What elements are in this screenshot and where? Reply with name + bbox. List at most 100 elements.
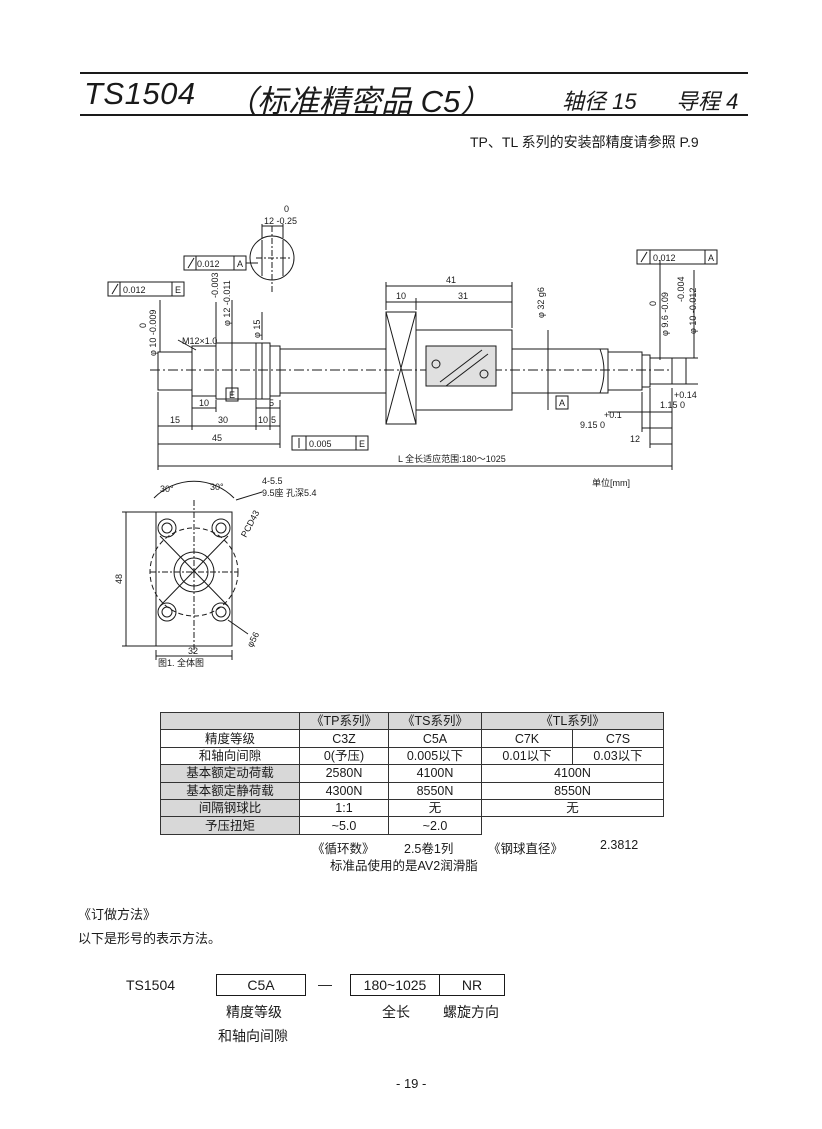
- dia-9-6: φ 9.6 -0.09: [660, 292, 670, 336]
- dim-5a: 5: [269, 398, 274, 408]
- dia-10-upper: 0: [138, 323, 148, 328]
- gtol-perp-value: 0.005: [309, 439, 332, 449]
- order-title: 《订做方法》: [78, 907, 157, 922]
- ball-value: 2.3812: [600, 838, 639, 852]
- grade-ts: C5A: [388, 729, 482, 748]
- table-row: 精度等级 C3Z C5A C7K C7S: [160, 729, 664, 748]
- shaft-end-right: [649, 357, 673, 385]
- grade-label: 精度等级: [160, 729, 300, 748]
- order-desc: 以下是形号的表示方法。: [78, 931, 222, 946]
- order-model: TS1504: [126, 977, 176, 993]
- mounting-note: TP、TL 系列的安装部精度请参照 P.9: [470, 134, 699, 150]
- clearance-tl-s: 0.03以下: [572, 746, 664, 766]
- header-tl: 《TL系列》: [481, 711, 664, 731]
- order-nr-label: 螺旋方向: [443, 1004, 499, 1020]
- table-header-row: 《TP系列》 《TS系列》 《TL系列》: [160, 711, 664, 731]
- grade-title: （标准精密品 C5）: [226, 84, 492, 119]
- height-48: 48: [114, 574, 124, 584]
- spec-table: 《TP系列》 《TS系列》 《TL系列》 精度等级 C3Z C5A C7K C7…: [160, 711, 664, 835]
- spacer-label: 间隔钢球比: [160, 798, 300, 818]
- table-row: 和轴向间隙 0(予压) 0.005以下 0.01以下 0.03以下: [160, 746, 664, 766]
- static-ts: 8550N: [388, 781, 482, 800]
- shaft-body-right: [511, 348, 609, 394]
- static-label: 基本额定静荷载: [160, 781, 300, 800]
- spacer-ts: 无: [388, 798, 482, 818]
- assembly-drawing: 0 12 -0.25 0.012 A 0.012 E -0.003 φ 12 -…: [107, 204, 718, 668]
- order-dash: —: [318, 976, 332, 992]
- gtol-perp-ref: E: [359, 439, 365, 449]
- table-row: 基本额定动荷载 2580N 4100N 4100N: [160, 764, 664, 783]
- dim-key-top: 0: [284, 204, 289, 214]
- ref-a: A: [559, 398, 565, 408]
- grease-note: 标准品使用的是AV2润滑脂: [330, 859, 478, 873]
- dynamic-label: 基本额定动荷载: [160, 764, 300, 783]
- header-rule-bottom: [80, 114, 748, 116]
- total-length: L 全长适应范围:180～1025: [398, 453, 506, 464]
- clearance-tp: 0(予压): [299, 746, 389, 766]
- model-title: TS1504: [84, 76, 196, 111]
- spacer-tl: 无: [481, 798, 664, 818]
- dia-15: φ 15: [252, 320, 262, 338]
- figure-caption: 图1. 全体图: [158, 657, 204, 668]
- order-grade-label2: 和轴向间隙: [218, 1028, 288, 1044]
- dim-key: 12 -0.25: [264, 216, 297, 226]
- ref-e: E: [229, 390, 235, 400]
- ball-label: 《钢球直径》: [488, 842, 564, 856]
- dim-31: 31: [458, 291, 468, 301]
- order-length-box: 180~1025: [350, 974, 440, 996]
- dim-0-14: +0.14: [674, 390, 697, 400]
- dia-12: φ 12 -0.011: [222, 280, 232, 326]
- clearance-ts: 0.005以下: [388, 746, 482, 766]
- gtol-left2-ref: E: [175, 285, 181, 295]
- order-grade-label1: 精度等级: [226, 1004, 282, 1020]
- gtol-left1-ref: A: [237, 259, 243, 269]
- header-tp: 《TP系列》: [299, 711, 389, 731]
- dia-9-6-upper: 0: [648, 301, 658, 306]
- dia-32: φ 32 g6: [536, 287, 546, 318]
- dim-30: 30: [218, 415, 228, 425]
- grade-tl-k: C7K: [481, 729, 573, 748]
- pcd: PCD43: [239, 509, 261, 539]
- gtol-left2-value: 0.012: [123, 285, 146, 295]
- dim-10c: 10: [396, 291, 406, 301]
- grade-tl-s: C7S: [572, 729, 664, 748]
- order-nr-box: NR: [439, 974, 505, 996]
- gtol-right-value: 0.012: [653, 253, 676, 263]
- thread-spec: M12×1.0: [182, 336, 217, 346]
- dim-15: 15: [170, 415, 180, 425]
- gtol-left1-value: 0.012: [197, 259, 220, 269]
- order-length-label: 全长: [382, 1004, 410, 1020]
- counterbore: 9.5座 孔深5.4: [262, 487, 317, 498]
- dim-9-15: 9.15 0: [580, 420, 605, 430]
- dim-5b: 5: [271, 415, 276, 425]
- circuits-label: 《循环数》: [312, 842, 375, 856]
- static-tl: 8550N: [481, 781, 664, 800]
- gtol-right-ref: A: [708, 253, 714, 263]
- clearance-label: 和轴向间隙: [160, 746, 300, 766]
- header-rule-top: [80, 72, 748, 74]
- dim-1-15: 1.15 0: [660, 400, 685, 410]
- table-row: 予压扭矩 ~5.0 ~2.0: [160, 816, 664, 835]
- shaft-body-left: [279, 348, 387, 394]
- dynamic-tl: 4100N: [481, 764, 664, 783]
- dim-12: 12: [630, 434, 640, 444]
- dia-12-upper: -0.003: [210, 272, 220, 298]
- unit-label: 单位[mm]: [592, 477, 630, 488]
- dia-10r-upper: -0.004: [676, 276, 686, 302]
- dim-45: 45: [212, 433, 222, 443]
- grade-tp: C3Z: [299, 729, 389, 748]
- dim-0-1: +0.1: [604, 410, 622, 420]
- circuits-value: 2.5卷1列: [404, 842, 454, 856]
- torque-tp: ~5.0: [299, 816, 389, 835]
- torque-label: 予压扭矩: [160, 816, 300, 835]
- angle-right: 30°: [210, 482, 224, 492]
- page-number: - 19 -: [396, 1076, 427, 1091]
- dynamic-ts: 4100N: [388, 764, 482, 783]
- dia-10r: φ 10 -0.012: [688, 288, 698, 334]
- dim-41: 41: [446, 275, 456, 285]
- angle-left: 30°: [160, 484, 174, 494]
- table-row: 基本额定静荷载 4300N 8550N 8550N: [160, 781, 664, 800]
- dim-10b: 10: [258, 415, 268, 425]
- shaft-diameter: 轴径 15: [562, 89, 637, 114]
- shaft-end-left: [157, 351, 193, 391]
